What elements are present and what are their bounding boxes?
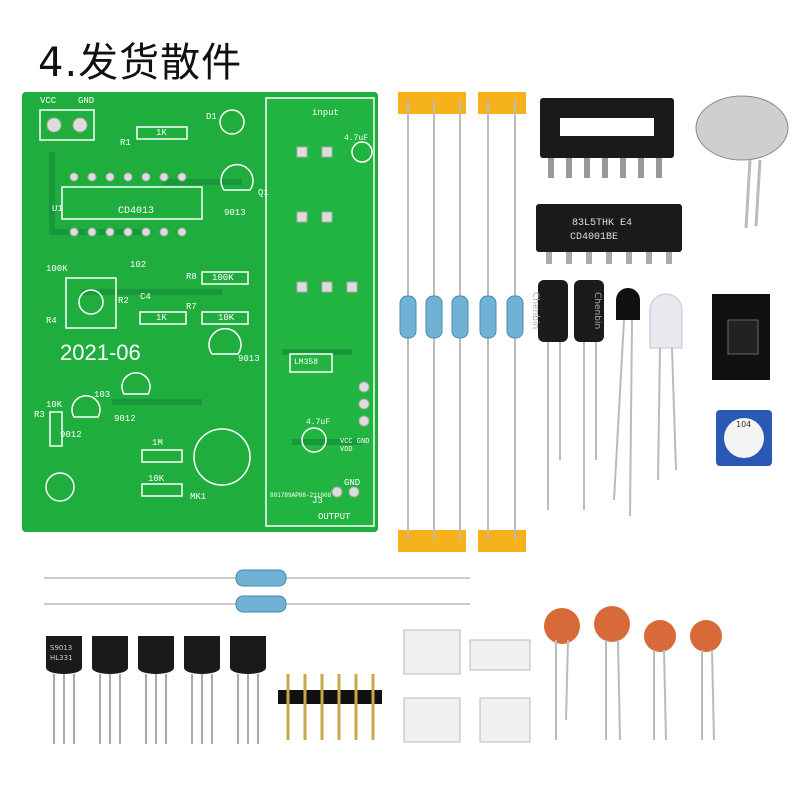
pcb-r5-value: 10K (148, 474, 165, 484)
pcb-q1: Q1 (258, 188, 269, 198)
pcb-r6-value: 1M (152, 438, 163, 448)
pcb-r4-value: 100K (46, 264, 68, 274)
pcb-r2-value: 1K (156, 313, 167, 323)
pcb-serial-code: 801789AP88-211008 (270, 492, 332, 499)
pcb-q3-value: 9013 (238, 354, 260, 364)
pcb-c2-value: 4.7uF (344, 134, 369, 143)
pcb-r7-value: 10K (218, 313, 235, 323)
pcb-output-label: OUTPUT (318, 512, 351, 522)
pcb-q1-value: 9013 (224, 208, 246, 218)
page-title: 4.发货散件 (38, 40, 243, 86)
ic-marking-line2: CD4001BE (570, 232, 619, 243)
pcb-c7-value: 4.7uF (306, 418, 331, 427)
pcb-q2-value: 9012 (60, 430, 82, 440)
pcb-q4-value: 9012 (114, 414, 136, 424)
pcb-r4: R4 (46, 316, 57, 326)
pcb-c4: C4 (140, 292, 151, 302)
pcb-r7: R7 (186, 302, 197, 312)
ic-marking-line1: 83L5THK E4 (572, 218, 633, 229)
pcb-board: VCC GND CD4013 U1 R1 1K D1 Q1 9013 R8 10… (22, 92, 378, 532)
pcb-power-labels: VCC GND VDD (340, 438, 370, 454)
pcb-input-label: input (312, 108, 340, 118)
pcb-lm358: LM358 (294, 358, 319, 367)
pcb-r3: R3 (34, 410, 45, 420)
pcb-r2: R2 (118, 296, 129, 306)
pcb-chip-label: CD4013 (118, 206, 155, 217)
pcb-r8-value: 100K (212, 273, 234, 283)
pcb-gnd2-label: GND (344, 478, 361, 488)
pcb-j3: J3 (312, 496, 323, 506)
transistor-sub: HL331 (50, 654, 73, 662)
capacitor-brand-1: Chenbin (530, 292, 540, 330)
pcb-c4-value: 102 (130, 260, 147, 270)
pcb-u1: U1 (52, 204, 63, 214)
pcb-gnd-label: GND (78, 96, 95, 106)
capacitor-brand-2: Chenbin (592, 292, 602, 330)
resistor-tape-strip (398, 92, 526, 552)
pcb-c1-value: 103 (94, 390, 111, 400)
pot-label: 104 (736, 420, 752, 429)
pcb-mk1: MK1 (190, 492, 207, 502)
pcb-vcc-label: VCC (40, 96, 57, 106)
pcb-date: 2021-06 (60, 340, 141, 365)
pcb-r1: R1 (120, 138, 131, 148)
pcb-artwork (22, 92, 378, 532)
pcb-r8: R8 (186, 272, 197, 282)
transistor-code: S9013 (50, 644, 73, 652)
pcb-r3-value: 10K (46, 400, 63, 410)
pcb-d1: D1 (206, 112, 217, 122)
pcb-r1-value: 1K (156, 128, 167, 138)
